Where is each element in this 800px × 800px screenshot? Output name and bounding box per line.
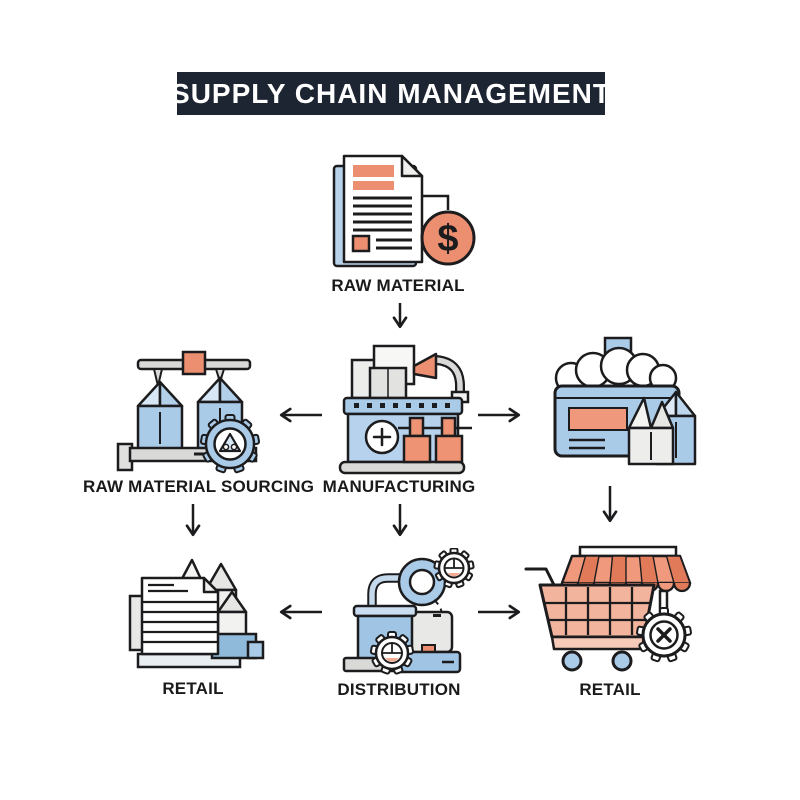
production-machine-icon xyxy=(338,344,472,475)
retail-warehouse-label: RETAIL xyxy=(162,679,224,698)
gear-icon xyxy=(433,548,475,589)
raw-material-label: RAW MATERIAL xyxy=(331,276,465,295)
distribution-label: DISTRIBUTION xyxy=(337,680,461,699)
storefront-cart-icon xyxy=(524,545,692,672)
title-banner: SUPPLY CHAIN MANAGEMENT xyxy=(171,72,610,115)
distribution-plant-icon xyxy=(342,548,475,675)
retail-store-label: RETAIL xyxy=(579,680,641,699)
dollar-sign: $ xyxy=(437,218,458,260)
stacked-goods-icon xyxy=(128,558,265,669)
container-open-boxes-icon xyxy=(553,336,697,466)
gear-icon xyxy=(369,631,415,675)
gear-x-icon xyxy=(636,607,692,663)
silos-conveyor-gear-icon xyxy=(116,350,261,474)
gear-triangle-icon xyxy=(199,414,261,474)
raw-material-sourcing-label: RAW MATERIAL SOURCING xyxy=(83,477,315,496)
manufacturing-label: MANUFACTURING xyxy=(322,477,476,496)
invoice-dollar-icon: $ xyxy=(332,154,476,268)
page-title: SUPPLY CHAIN MANAGEMENT xyxy=(171,77,611,109)
